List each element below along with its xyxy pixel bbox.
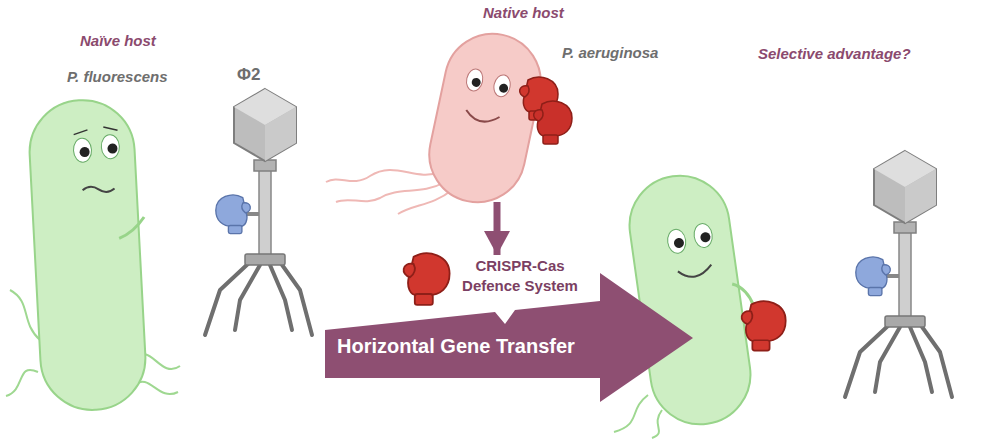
arrow-body <box>325 273 693 402</box>
illustration-part <box>492 73 512 98</box>
illustration-part <box>666 228 687 254</box>
illustration-part <box>82 186 114 194</box>
illustration-part <box>623 169 757 430</box>
native-host: Native host P. aeruginosa <box>420 0 680 202</box>
naive-host: Naïve host P. fluorescens <box>30 25 200 415</box>
illustration-part <box>336 182 445 202</box>
illustration-part <box>678 265 713 279</box>
illustration-part <box>693 222 714 248</box>
illustration-part <box>465 110 500 125</box>
illustration-part <box>73 138 92 163</box>
illustration-part <box>398 190 452 214</box>
illustration-part <box>498 83 509 94</box>
illustration-part <box>614 395 648 432</box>
node-text: P. aeruginosa <box>562 44 658 62</box>
naive-host-bacterium <box>6 97 180 412</box>
illustration-part <box>652 410 662 438</box>
illustration-part <box>101 134 120 159</box>
illustration-part <box>732 281 753 307</box>
illustration-part <box>118 217 145 238</box>
illustration-part <box>326 170 440 182</box>
illustration-part <box>27 97 148 412</box>
node-text: CRISPR-Cas Defence System <box>462 256 578 296</box>
illustration-part <box>73 126 117 134</box>
native-host-bacterium <box>326 25 572 214</box>
illustration-part <box>534 101 572 144</box>
defence-system-label: CRISPR-Cas Defence System <box>462 256 578 296</box>
node-text: P. fluorescens <box>67 68 168 86</box>
illustration-part <box>205 89 312 335</box>
illustration-part <box>673 237 684 248</box>
illustration-part <box>27 97 154 412</box>
node-text: Φ2 <box>237 66 260 84</box>
illustration-part <box>471 77 482 88</box>
node-text: Horizontal Gene Transfer <box>337 337 575 355</box>
phage-node: Φ2 <box>195 60 325 340</box>
illustration-part <box>614 395 662 438</box>
illustration-part <box>623 168 769 431</box>
illustration-part <box>6 370 38 396</box>
illustration-part <box>326 170 452 214</box>
illustration-part <box>404 253 450 304</box>
annotation-label: Selective advantage? <box>758 45 911 63</box>
illustration-part <box>10 290 40 340</box>
illustration-part <box>107 143 118 154</box>
illustration-part <box>465 68 485 93</box>
illustration-part <box>845 151 952 397</box>
node-text: Native host <box>483 4 564 22</box>
illustration-part <box>134 382 178 394</box>
illustration-part <box>79 147 90 158</box>
node-text: Naïve host <box>80 32 156 50</box>
flow-arrow <box>494 202 501 255</box>
illustration-part <box>742 301 786 350</box>
illustration-part <box>700 232 711 243</box>
